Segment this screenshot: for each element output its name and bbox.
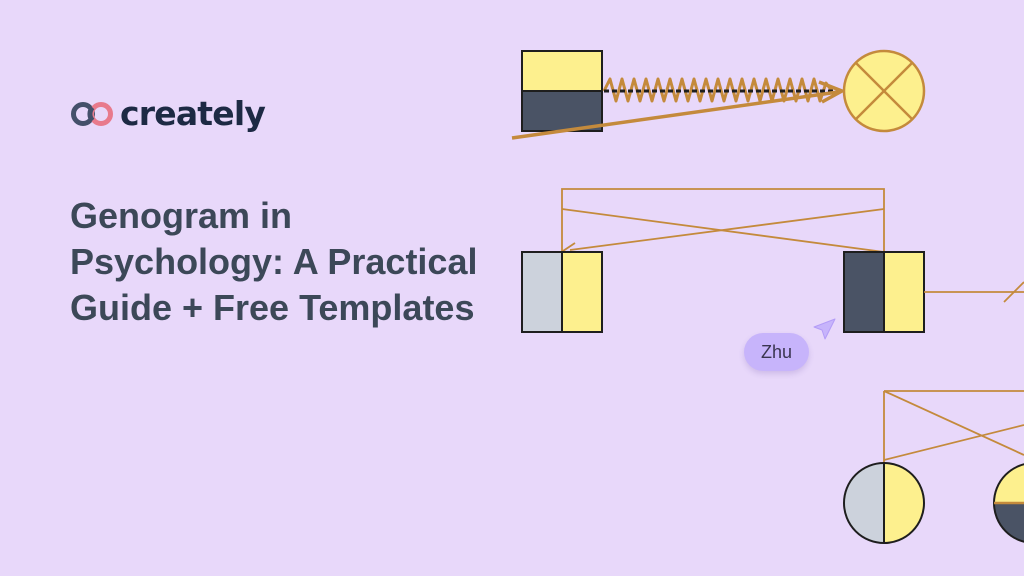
female-symbol-top-half	[994, 464, 1024, 503]
middle-relationship	[521, 188, 1024, 333]
female-symbol-partial[interactable]	[993, 463, 1024, 543]
connector-line[interactable]	[1003, 281, 1024, 303]
title-line: Psychology: A Practical	[70, 241, 478, 282]
child-connector[interactable]	[883, 424, 1024, 461]
male-symbol-top-lower[interactable]	[521, 90, 603, 132]
connector-line[interactable]	[561, 188, 885, 252]
male-symbol-yellow-half[interactable]	[883, 251, 925, 333]
hostile-relationship-line[interactable]	[602, 77, 834, 103]
page-title: Genogram in Psychology: A Practical Guid…	[70, 193, 510, 331]
top-relationship	[511, 49, 926, 140]
bottom-relationship	[843, 390, 1024, 544]
relationship-arrow-line[interactable]	[511, 90, 839, 140]
male-symbol-dark-half[interactable]	[843, 251, 885, 333]
male-symbol-top-upper[interactable]	[521, 50, 603, 92]
title-line: Genogram in	[70, 195, 293, 236]
cursor-pointer-icon	[813, 318, 836, 340]
infinity-link-icon	[71, 102, 113, 126]
female-symbol-bottom[interactable]	[843, 462, 925, 544]
male-symbol-right-half[interactable]	[561, 251, 603, 333]
connector-line[interactable]	[561, 208, 885, 253]
female-symbol-right-half	[884, 463, 924, 543]
title-line: Guide + Free Templates	[70, 287, 475, 328]
collaborator-cursor-label: Zhu	[744, 333, 810, 371]
deceased-mark	[855, 62, 913, 120]
connector-line[interactable]	[569, 208, 885, 251]
brand-wordmark: creately	[120, 94, 266, 133]
arrow-head	[818, 80, 844, 104]
brand-logo[interactable]: creately	[70, 92, 266, 136]
child-connector[interactable]	[883, 390, 1024, 456]
female-symbol-bottom-half	[994, 503, 1024, 542]
female-symbol-left-half	[844, 463, 884, 543]
male-symbol-left-half[interactable]	[521, 251, 563, 333]
